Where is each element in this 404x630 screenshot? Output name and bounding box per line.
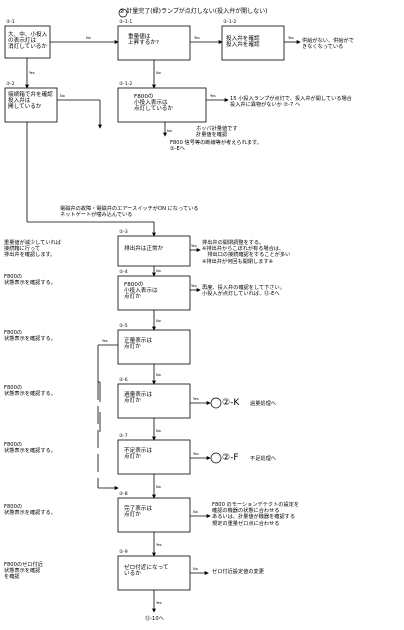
box-2-8-text: 完了表示は 点灯か bbox=[124, 506, 152, 519]
note-discharge-adjust: 排出弁の開閉調整をする。 ※排出弁からこぼれが有る場合は、 排出口の接続確認をす… bbox=[202, 240, 291, 265]
box-2-1-text: 大、中、小投入 の表示灯は 消灯しているか bbox=[8, 32, 48, 51]
box-2-6-text: 過量表示は 点灯か bbox=[124, 392, 152, 405]
svg-text:No: No bbox=[193, 567, 198, 571]
left-note-2: F800の 状態表示を確認する。 bbox=[4, 274, 56, 287]
chart-title: ② 計量完了(緑)ランプが点灯しない(投入弁が開しない) bbox=[119, 8, 268, 15]
svg-text:Yes: Yes bbox=[210, 94, 216, 98]
note-hopper-weight: ホッパ計量値です 計量値を確認 bbox=[196, 126, 238, 139]
box-2-1-2b-text: F800の 小投入表示は 点灯しているか bbox=[134, 94, 173, 113]
box-2-1-2b-frame bbox=[117, 87, 207, 123]
svg-text:No: No bbox=[86, 36, 91, 40]
box-2-4-label: ②-4 bbox=[119, 270, 128, 275]
box-2-6-label: ②-6 bbox=[119, 378, 128, 383]
note-recheck-input: 再度、投入弁の確認をして下さい。 小投入が点灯していれば、⑫-Eへ bbox=[202, 285, 285, 298]
svg-text:No: No bbox=[60, 94, 65, 98]
svg-text:Yes: Yes bbox=[194, 36, 200, 40]
box-2-2-text: 接続箱で弁を確認 投入弁は 開しているか bbox=[8, 92, 53, 111]
left-note-7: F800のゼロ付近 状態表示を確認 を確認 bbox=[4, 562, 43, 581]
svg-text:Yes: Yes bbox=[288, 36, 294, 40]
note-zero-setting: ゼロ付近設定値の変更 bbox=[212, 569, 264, 575]
ref-2-k-text: 過量処理へ bbox=[250, 401, 276, 407]
box-2-5-text: 正量表示は 点灯か bbox=[124, 338, 152, 351]
note-solenoid: 電磁弁の故障・電磁弁のエアースイッチがON になっている ネットゲートが噛み込ん… bbox=[60, 206, 199, 219]
left-note-5: F800の 状態表示を確認する。 bbox=[4, 442, 56, 455]
box-2-1-2-text: 投入弁を確認 投入弁を確認 bbox=[226, 36, 260, 49]
box-2-3-label: ②-3 bbox=[119, 230, 128, 235]
ref-2-f-text: 不足処理へ bbox=[250, 456, 276, 462]
box-2-9-text: ゼロ付近になって いるか bbox=[124, 565, 169, 578]
note-no-supply: 供給がない、供給がで きなくなっている bbox=[302, 38, 354, 51]
box-2-9-label: ②-9 bbox=[119, 550, 128, 555]
svg-text:Yes: Yes bbox=[191, 244, 197, 248]
ref-2-k: ②-K bbox=[222, 398, 240, 408]
svg-text:Yes: Yes bbox=[193, 452, 199, 456]
box-2-5-label: ②-5 bbox=[119, 324, 128, 329]
box-2-1-label: ②-1 bbox=[6, 20, 15, 25]
box-2-1-2-label: ②-1-2 bbox=[223, 20, 237, 25]
ref-2-f: ②-F bbox=[222, 453, 239, 463]
svg-text:Yes: Yes bbox=[156, 543, 162, 547]
left-note-1: 重量値が減少していれば 接続箱に行って 排出弁を確認します。 bbox=[4, 240, 61, 259]
box-2-7-text: 不足表示は 点灯か bbox=[124, 448, 152, 461]
box-2-2-frame bbox=[4, 87, 58, 123]
svg-text:Yes: Yes bbox=[191, 284, 197, 288]
box-2-1-1-text: 重量値は 上昇するか? bbox=[128, 34, 159, 47]
svg-text:No: No bbox=[193, 510, 198, 514]
footer-next-ref: ⑫-10へ bbox=[145, 616, 164, 622]
box-2-4-text: F800の 小投入表示は 点灯か bbox=[124, 282, 158, 301]
svg-text:No: No bbox=[156, 71, 161, 75]
svg-text:No: No bbox=[156, 429, 161, 433]
svg-text:Yes: Yes bbox=[193, 397, 199, 401]
left-note-4: F800の 状態表示を確認する。 bbox=[4, 385, 56, 398]
note-small-input-lamp: 15 小投入ランプが点灯で、投入弁が開している場合 投入弁に異物がないか ⑦-7… bbox=[230, 96, 352, 109]
svg-text:Yes: Yes bbox=[102, 339, 108, 343]
box-2-8-label: ②-8 bbox=[119, 492, 128, 497]
note-motion-detect: F800 のモーションデテクトの設定を 確認の機器の状態に合わせる あるいは、計… bbox=[212, 502, 300, 527]
left-note-3: F800の 状態表示を確認する。 bbox=[4, 330, 56, 343]
svg-text:Yes: Yes bbox=[29, 71, 35, 75]
box-2-1-2b-label: ②-1-2 bbox=[119, 82, 133, 87]
left-note-6: F800の 状態表示を確認する。 bbox=[4, 504, 56, 517]
svg-text:No: No bbox=[167, 129, 172, 133]
box-2-3-text: 排出弁は正常か bbox=[124, 246, 164, 252]
svg-text:No: No bbox=[156, 269, 161, 273]
note-f800-signal: F800 信号等の断線等が考えられます。 ②-Eへ bbox=[170, 140, 262, 153]
svg-text:No: No bbox=[156, 373, 161, 377]
svg-text:Yes: Yes bbox=[156, 601, 162, 605]
svg-text:No: No bbox=[156, 319, 161, 323]
box-2-2-label: ②-2 bbox=[6, 82, 15, 87]
box-2-7-label: ②-7 bbox=[119, 434, 128, 439]
box-2-1-1-label: ②-1-1 bbox=[119, 20, 133, 25]
svg-text:No: No bbox=[156, 485, 161, 489]
